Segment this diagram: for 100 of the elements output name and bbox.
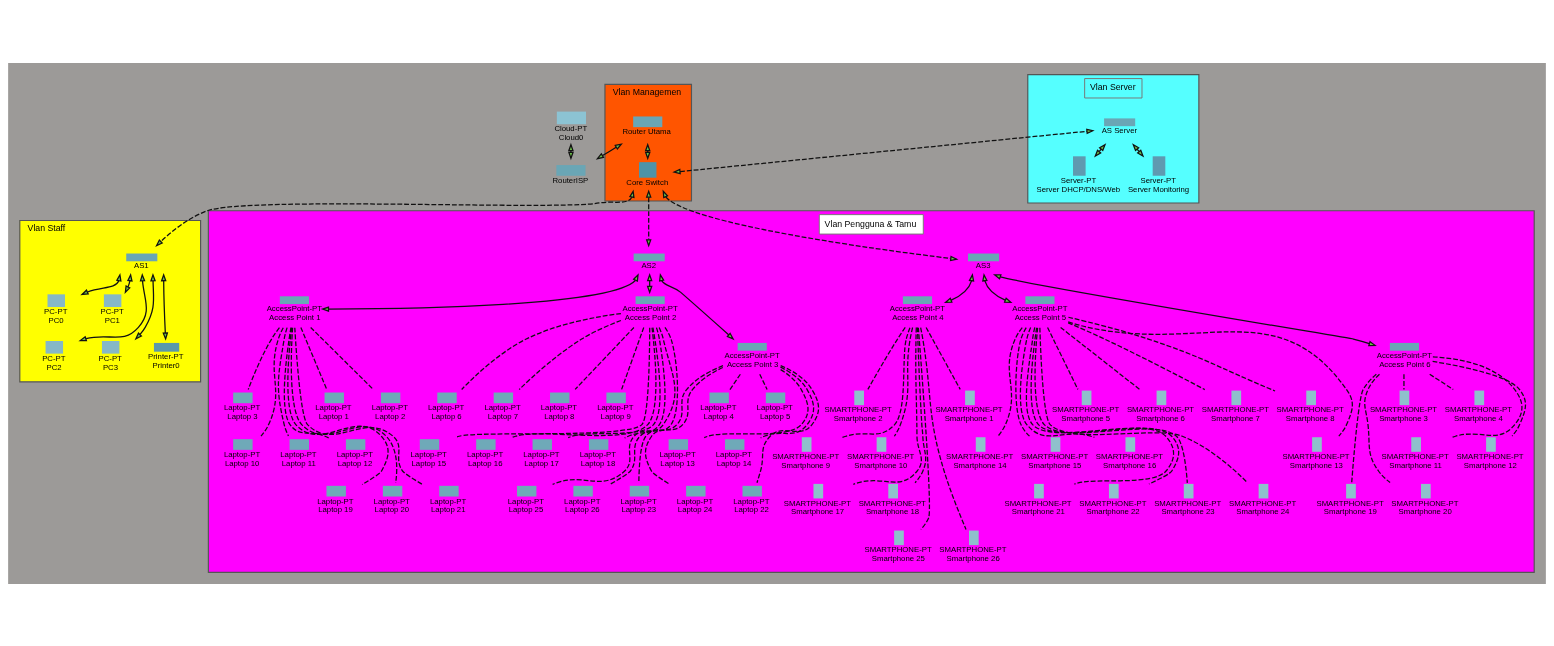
node-label: Smartphone 7	[1211, 413, 1260, 423]
node-box	[968, 253, 1000, 261]
node-label: Printer-PT	[148, 351, 184, 361]
connector	[461, 312, 622, 390]
node-box	[437, 392, 457, 403]
node-box	[532, 438, 552, 450]
node-label: Smartphone 18	[865, 506, 920, 516]
connector	[867, 326, 906, 390]
node-label: AS Server	[1101, 125, 1138, 135]
node-label: Laptop-PT	[733, 496, 770, 506]
node-label: Laptop 26	[565, 504, 600, 514]
node-label: Laptop-PT	[371, 402, 408, 412]
connector	[1067, 320, 1353, 437]
node-box	[233, 438, 253, 450]
node-label: SMARTPHONE-PT	[1126, 404, 1195, 414]
node-label: Laptop-PT	[579, 449, 616, 459]
node-box	[279, 295, 309, 304]
node-label: Smartphone 13	[1289, 460, 1343, 470]
node-box	[556, 111, 586, 124]
node-box	[635, 295, 665, 304]
node-box	[382, 485, 403, 496]
node-label: Laptop 19	[318, 504, 353, 514]
node-label: Laptop 25	[508, 504, 544, 514]
node-label: Laptop 6	[431, 411, 462, 421]
node-label: Laptop 10	[224, 458, 260, 468]
node-label: Laptop 23	[621, 504, 657, 514]
node-label: Smartphone 12	[1463, 460, 1517, 470]
node-box	[1231, 390, 1242, 405]
node-label: Smartphone 23	[1161, 506, 1215, 516]
arrow	[982, 272, 1013, 303]
node-box	[556, 164, 586, 176]
connector	[1364, 373, 1391, 483]
node-box	[742, 485, 762, 496]
node-label: SMARTPHONE-PT	[846, 451, 915, 461]
node-label: Laptop 12	[337, 458, 373, 468]
node-label: Smartphone 3	[1379, 413, 1428, 423]
node-box	[633, 253, 665, 261]
node-label: Laptop-PT	[659, 449, 696, 459]
node-label: SMARTPHONE-PT	[1391, 498, 1459, 508]
node-label: Laptop-PT	[597, 402, 634, 412]
connector	[893, 326, 914, 437]
arrow	[160, 272, 169, 341]
node-box	[638, 161, 657, 178]
node-box	[1081, 390, 1092, 405]
node-box	[813, 483, 824, 498]
node-label: Smartphone 15	[1028, 460, 1082, 470]
connector	[1429, 373, 1454, 390]
node-label: Smartphone 6	[1136, 413, 1185, 423]
node-label: Laptop-PT	[429, 496, 467, 506]
connector	[511, 326, 657, 438]
node-label: SMARTPHONE-PT	[864, 544, 932, 554]
node-label: Laptop-PT	[756, 402, 793, 412]
arrow	[134, 272, 156, 340]
node-label: Laptop-PT	[223, 402, 261, 412]
node-label: Access Point 5	[1014, 312, 1067, 322]
node-label: Laptop-PT	[466, 449, 504, 459]
node-label: Laptop 11	[281, 458, 316, 468]
node-box	[476, 438, 496, 450]
node-label: Smartphone 14	[953, 460, 1007, 470]
node-box	[686, 485, 706, 496]
arrow	[658, 272, 735, 340]
node-box	[1108, 483, 1119, 498]
node-label: Laptop 9	[600, 411, 631, 421]
node-label: SMARTPHONE-PT	[783, 498, 851, 508]
connector	[1067, 316, 1276, 392]
node-label: PC-PT	[98, 353, 122, 363]
connector	[247, 326, 281, 390]
arrow	[992, 273, 1377, 346]
node-label: SMARTPHONE-PT	[1201, 404, 1269, 414]
node-box	[1034, 483, 1044, 498]
node-label: AccessPoint-PT	[1012, 303, 1068, 313]
node-label: Laptop 20	[374, 504, 410, 514]
node-label: SMARTPHONE-PT	[1282, 451, 1350, 461]
node-label: SMARTPHONE-PT	[1154, 498, 1222, 508]
node-box	[888, 483, 898, 498]
node-label: Printer0	[152, 360, 180, 370]
node-box	[668, 438, 689, 450]
node-label: Laptop-PT	[540, 402, 578, 412]
node-label: Server DHCP/DNS/Web	[1036, 184, 1121, 194]
arrow	[645, 188, 652, 248]
node-box	[1152, 155, 1166, 176]
node-label: Laptop 21	[430, 504, 466, 514]
node-box	[1306, 390, 1316, 405]
node-box	[126, 253, 158, 261]
node-label: Access Point 1	[269, 312, 321, 322]
node-label: Access Point 2	[624, 312, 677, 322]
node-box	[1420, 483, 1431, 498]
arrow	[672, 127, 1095, 174]
node-label: Laptop 5	[759, 411, 791, 421]
connector	[567, 326, 661, 438]
node-box	[975, 436, 986, 452]
node-label: SMARTPHONE-PT	[946, 451, 1014, 461]
node-label: Server Monitoring	[1127, 184, 1190, 194]
arrow	[155, 188, 635, 247]
node-label: Laptop-PT	[700, 402, 737, 412]
node-label: SMARTPHONE-PT	[1369, 404, 1438, 414]
node-label: AS3	[975, 260, 991, 270]
connector	[760, 366, 815, 438]
connector	[1046, 326, 1079, 390]
connector	[1067, 321, 1206, 390]
